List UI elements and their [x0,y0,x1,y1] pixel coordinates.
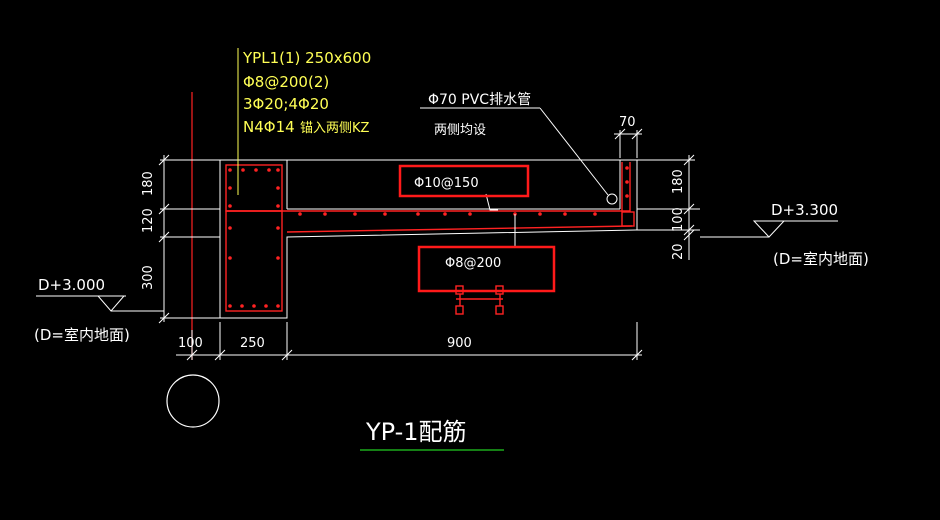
beam-note-line4-suffix: 锚入两侧KZ [300,121,370,136]
both-sides-label: 两侧均设 [434,123,486,138]
annotations: Φ70 PVC排水管 两侧均设 Φ10@150 Φ8@200 [398,92,556,293]
elevation-right-value: D+3.300 [771,201,838,219]
beam-note-line4: N4Φ14 [243,118,295,136]
dim-left-mid: 120 [141,208,156,233]
elevation-left-note: (D=室内地面) [34,326,130,344]
leader-lines [237,48,618,248]
beam-note: YPL1(1) 250x600 Φ8@200(2) 3Φ20;4Φ20 N4Φ1… [242,49,371,136]
rebar-dots [228,166,629,308]
bottom-bar-label: Φ8@200 [445,256,501,271]
elevation-right-note: (D=室内地面) [773,250,869,268]
dim-right-top: 180 [671,169,686,194]
drawing-title: YP-1配筋 [365,418,467,446]
dim-bottom-900: 900 [447,336,472,351]
axis-bubble [166,374,220,428]
dim-left-top: 180 [141,171,156,196]
beam-note-line1: YPL1(1) 250x600 [242,49,371,67]
elevation-marker-right: D+3.300 (D=室内地面) [700,201,869,268]
top-bar-highlight-box [398,164,530,198]
dim-left-bottom: 300 [141,265,156,290]
drawing-title-group: YP-1配筋 [360,418,504,451]
dimension-lines [158,128,700,361]
dimension-labels: 180 120 300 180 100 20 70 100 250 900 [141,115,686,351]
dim-right-bottom: 20 [671,243,686,260]
top-bar-label: Φ10@150 [414,176,479,191]
beam-note-line3: 3Φ20;4Φ20 [243,95,329,113]
bottom-bar-highlight-box [417,245,556,293]
dim-right-mid: 100 [671,207,686,232]
elevation-marker-left: D+3.000 (D=室内地面) [34,276,164,344]
dim-bottom-250: 250 [240,336,265,351]
dim-bottom-100: 100 [178,336,203,351]
beam-note-line2: Φ8@200(2) [243,73,329,91]
dim-top-right: 70 [619,115,636,130]
pvc-pipe-label: Φ70 PVC排水管 [428,92,531,108]
elevation-left-value: D+3.000 [38,276,105,294]
